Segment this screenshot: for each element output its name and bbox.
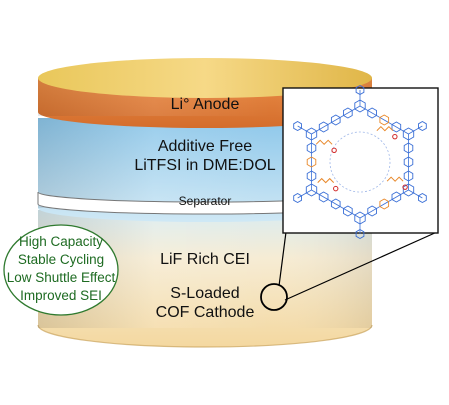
cof-molecular-structure: [293, 84, 427, 240]
benefits-list: High Capacity Stable Cycling Low Shuttle…: [5, 233, 117, 305]
zoom-line-bottom: [284, 231, 438, 301]
benefits-oval: [3, 224, 119, 316]
cof-arm-ring: [293, 192, 302, 204]
cof-oxygen-site: [402, 184, 408, 190]
cof-arm: [297, 125, 312, 135]
cof-linker-ring: [367, 107, 377, 119]
cof-linker-ring: [379, 114, 390, 126]
benefit-item: Low Shuttle Effect: [6, 270, 116, 285]
cof-arm-ring: [418, 120, 427, 132]
cei-label: LiF Rich CEI: [160, 251, 250, 268]
cof-linker-ring: [330, 114, 341, 126]
cof-arm-ring: [355, 84, 365, 96]
cof-arm: [408, 125, 423, 135]
benefit-item: Improved SEI: [20, 288, 102, 303]
cof-sulfur-chain: [317, 177, 335, 184]
cof-pore: [329, 131, 391, 193]
zoom-line-top: [278, 231, 287, 287]
benefit-item: High Capacity: [18, 234, 104, 249]
cof-linker-ring: [306, 142, 317, 154]
cof-node-ring: [305, 183, 318, 197]
cof-arm: [297, 189, 312, 199]
cof-linker-ring: [379, 198, 390, 210]
electrolyte-label-line1: Additive Free: [157, 138, 253, 155]
cof-sulfur-chain: [386, 176, 404, 182]
cof-linker-ring: [343, 107, 353, 119]
cof-linker-ring: [318, 121, 329, 133]
cof-arm-ring: [355, 228, 365, 240]
separator-label: Separator: [178, 194, 232, 208]
cof-linker-ring: [330, 198, 341, 210]
anode-label: Li° Anode: [170, 96, 240, 113]
cof-linker-ring: [318, 191, 329, 203]
cof-linker-ring: [391, 121, 402, 133]
cof-linker-ring: [403, 156, 414, 168]
benefit-item: Stable Cycling: [17, 252, 105, 267]
cof-linker-ring: [306, 156, 317, 168]
cof-linker-ring: [306, 170, 317, 182]
cof-sulfur-chain: [376, 125, 394, 132]
cof-arm-ring: [418, 192, 427, 204]
cof-arm-ring: [293, 120, 302, 132]
cof-oxygen-site: [331, 147, 337, 153]
cof-linker-ring: [367, 205, 377, 217]
cathode-label-line2: COF Cathode: [155, 304, 255, 321]
cof-node-ring: [354, 99, 366, 113]
cathode-zoom-circle: [260, 283, 288, 311]
cathode-label-line1: S-Loaded: [170, 285, 240, 302]
electrolyte-label-line2: LiTFSI in DME:DOL: [134, 157, 276, 174]
cof-sulfur-chain: [315, 139, 333, 146]
cof-oxygen-site: [333, 185, 339, 192]
cathode-bottom-rim: [37, 324, 373, 348]
cof-linker-ring: [403, 142, 414, 154]
cof-linker-ring: [403, 170, 414, 182]
cof-oxygen-site: [392, 133, 398, 140]
cof-arm: [408, 189, 423, 199]
cof-linker-ring: [343, 205, 353, 217]
cof-linker-ring: [391, 191, 402, 203]
